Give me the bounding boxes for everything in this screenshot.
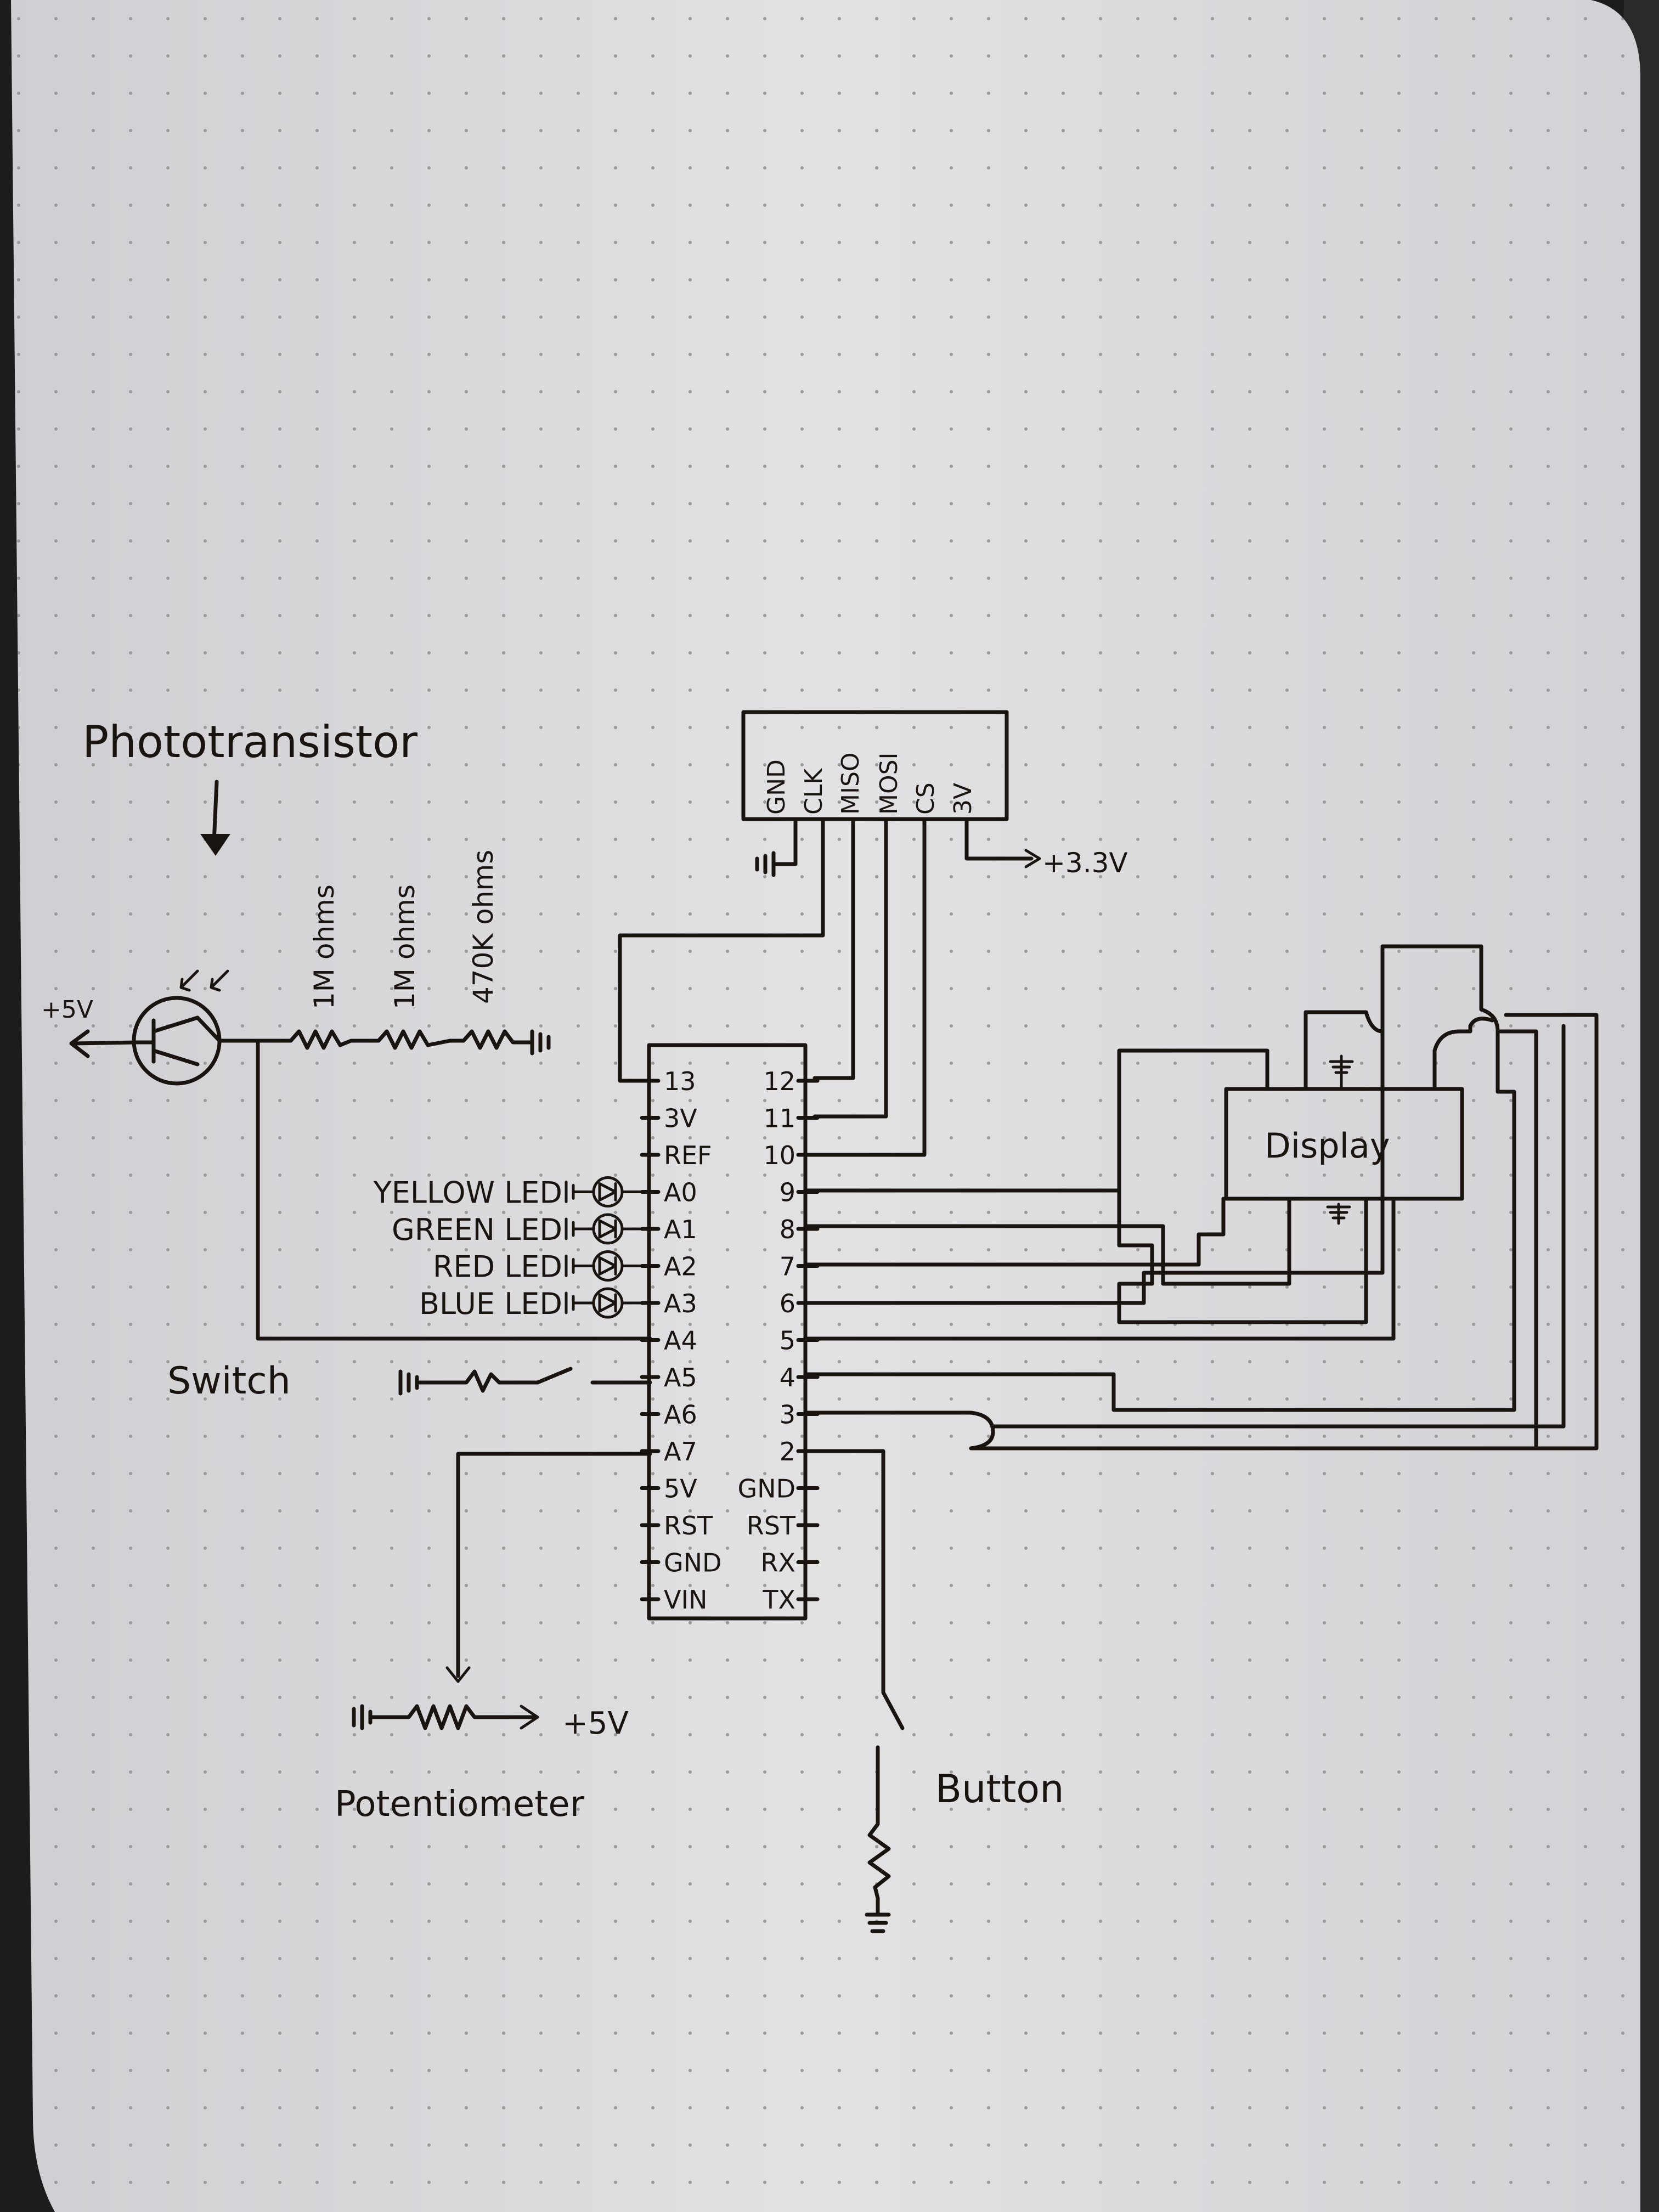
resistor-label-1: 1M ohms bbox=[308, 884, 340, 1009]
potentiometer-label: Potentiometer bbox=[335, 1784, 585, 1825]
led-symbol bbox=[565, 1287, 652, 1319]
mcu-right-pin-label: 5 bbox=[780, 1326, 795, 1356]
button-label: Button bbox=[935, 1767, 1064, 1812]
mcu-left-pin-label: A4 bbox=[664, 1326, 697, 1356]
display-label: Display bbox=[1265, 1126, 1390, 1166]
mcu-left-pin-label: A5 bbox=[664, 1363, 697, 1392]
ground-symbol bbox=[530, 1029, 551, 1056]
mcu-right-pin-label: 7 bbox=[780, 1252, 795, 1282]
mcu-left-pin-label: A7 bbox=[664, 1437, 697, 1466]
led-label: YELLOW LED bbox=[373, 1176, 562, 1210]
led-symbol bbox=[565, 1213, 652, 1245]
phototransistor-supply-label: +5V bbox=[41, 996, 93, 1024]
mcu-left-pin-label: 13 bbox=[664, 1066, 696, 1096]
button-symbol bbox=[865, 1745, 891, 1933]
mcu-right-pin-label: GND bbox=[738, 1474, 795, 1504]
mcu-left-pin-label: A0 bbox=[664, 1178, 697, 1207]
mcu-right-pin-label: TX bbox=[762, 1585, 795, 1615]
led-label: RED LED bbox=[433, 1250, 562, 1284]
mcu-right-pin-label: 8 bbox=[780, 1215, 795, 1244]
mcu-right-pin-label: 4 bbox=[780, 1363, 795, 1392]
mcu-right-pin-label: 2 bbox=[780, 1437, 795, 1466]
mcu-right-pin-label: 12 bbox=[763, 1066, 795, 1096]
switch-label: Switch bbox=[167, 1359, 291, 1403]
mcu-right-pin-label: RX bbox=[761, 1548, 795, 1578]
mcu-right-pin-label: 9 bbox=[780, 1178, 795, 1207]
mcu-left-pin-label: A3 bbox=[664, 1289, 697, 1318]
microcontroller bbox=[647, 1043, 808, 1621]
mcu-left-pin-label: 5V bbox=[664, 1474, 697, 1504]
mcu-right-pin-label: 10 bbox=[763, 1141, 795, 1170]
switch-symbol bbox=[398, 1367, 652, 1396]
display-module: Display bbox=[1224, 1054, 1464, 1225]
mcu-right-pin-label: RST bbox=[747, 1511, 796, 1541]
sd-pin-clk: CLK bbox=[800, 768, 828, 815]
sd-supply-label: +3.3V bbox=[1042, 847, 1128, 879]
sd-pin-cs: CS bbox=[912, 782, 940, 815]
mcu-left-pin-label: A2 bbox=[664, 1252, 697, 1282]
potentiometer-symbol bbox=[352, 1704, 539, 1730]
mcu-left-pin-label: VIN bbox=[664, 1585, 707, 1615]
sd-pin-miso: MISO bbox=[837, 752, 865, 815]
mcu-left-pin-label: GND bbox=[664, 1548, 721, 1578]
sd-pin-mosi: MOSI bbox=[875, 752, 903, 815]
mcu-right-pin-label: 6 bbox=[780, 1289, 795, 1318]
mcu-left-pin-label: A6 bbox=[664, 1400, 697, 1430]
led-label: BLUE LED bbox=[419, 1286, 562, 1321]
sd-pin-3v: 3V bbox=[949, 783, 977, 815]
mcu-right-pin-label: 11 bbox=[763, 1104, 795, 1133]
mcu-left-pin-label: RST bbox=[664, 1511, 713, 1541]
resistor-label-3: 470K ohms bbox=[467, 850, 499, 1004]
mcu-left-pin-label: 3V bbox=[664, 1104, 697, 1133]
mcu-left-pin-label: A1 bbox=[664, 1215, 697, 1244]
mcu-right-pin-label: 3 bbox=[780, 1400, 795, 1430]
resistor-label-2: 1M ohms bbox=[389, 884, 421, 1009]
mcu-left-pin-label: REF bbox=[664, 1141, 712, 1170]
led-symbol bbox=[565, 1176, 652, 1207]
led-symbol bbox=[565, 1250, 652, 1282]
sd-module: GND CLK MISO MOSI CS 3V bbox=[741, 710, 1009, 821]
resistor-chain bbox=[217, 1029, 534, 1050]
phototransistor-title: Phototransistor bbox=[82, 716, 417, 768]
potentiometer-supply-label: +5V bbox=[562, 1706, 629, 1741]
sd-pin-gnd: GND bbox=[763, 759, 791, 815]
led-label: GREEN LED bbox=[392, 1212, 562, 1247]
